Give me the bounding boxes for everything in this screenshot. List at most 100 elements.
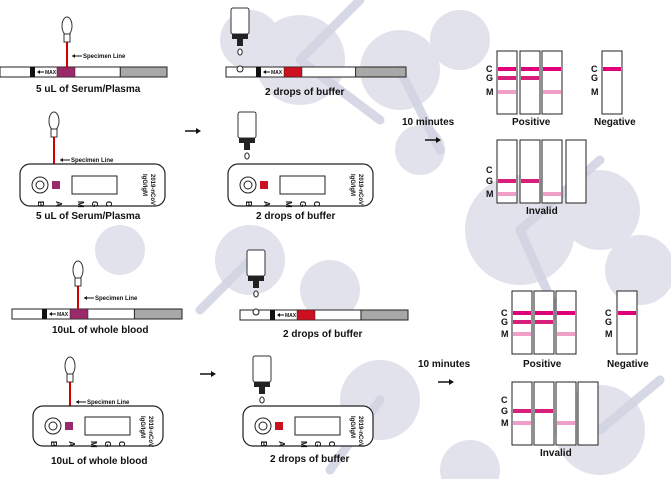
cassette-brand: 2019-nCoV [147,416,153,447]
invalid-card-1c [541,139,563,204]
cassette-letter-g: G [90,201,99,207]
cgm-labels-invalid-1: CGM [486,165,494,199]
cassette-letter-b: B [244,201,253,207]
arrow-head [196,128,201,134]
specimen-label-3: Specimen Line [84,296,138,302]
arrow-1 [185,128,201,134]
row-letter-g: G [591,73,598,83]
bottle-nozzle [244,143,250,150]
strip-drop-1 [236,65,244,73]
positive-card-1b [519,50,541,115]
row-letter-m: M [486,87,494,97]
blood-pipette-strip [72,260,84,309]
sample-pad [69,308,89,320]
result-line-m [543,192,561,196]
max-arrowhead [49,312,52,316]
caption-buffer-strip-2: 2 drops of buffer [283,329,363,340]
result-line-m [543,90,561,94]
specimen-line-label: Specimen Line [83,54,126,60]
cgm-labels-negative-2: CGM [605,308,613,339]
cassette-sub: IgG/IgM [139,416,145,438]
result-window [71,175,118,195]
buffer-bottle-3 [246,249,266,298]
sample-well [65,422,73,430]
row-letter-c: C [605,308,612,318]
row-letter-m: M [501,418,509,428]
positive-card-2b [533,290,555,355]
bottle-cap [232,34,248,39]
cassette-letter-c: C [312,201,321,207]
arrow-ten-minutes-1 [425,137,441,143]
max-label: MAX [57,312,69,318]
cassette-letter-a: A [54,201,63,207]
caption-buffer-cassette-1: 2 drops of buffer [256,211,336,222]
result-card [601,50,623,115]
absorbent-pad [133,308,183,320]
result-line-m [513,421,531,425]
caption-whole-blood-strip: 10uL of whole blood [52,325,149,336]
negative-card-2 [616,290,638,355]
cassette-letter-m: M [76,201,85,208]
specimen-line-label: Specimen Line [95,296,138,302]
buffer-drop [244,152,250,160]
caption-serum-cassette: 5 uL of Serum/Plasma [36,211,141,222]
result-card [533,381,555,446]
absorbent-pad [360,309,409,321]
buffer-well-inner [48,421,58,431]
cassette-letter-c: C [104,201,113,207]
cassette-sub: IgG/IgM [349,174,355,196]
cassette-brand: 2019-nCoV [357,416,363,447]
bottle-cap [254,382,270,387]
caption-positive-1: Positive [512,117,551,128]
invalid-card-1b [519,139,541,204]
negative-card-1 [601,50,623,115]
result-line-m [498,90,516,94]
result-card [511,381,533,446]
bottle-nozzle [253,281,259,288]
result-line-m [513,332,531,336]
cassette-letter-m: M [89,441,98,448]
bottle-body [252,355,272,383]
caption-invalid-2: Invalid [540,448,572,459]
result-line-g [535,320,553,324]
strip-drop-2 [252,308,260,316]
row-letter-c: C [501,308,508,318]
cassette-letter-a: A [277,441,286,447]
pipette-bulb [72,260,84,280]
cassette-letter-g: G [103,441,112,447]
caption-ten-minutes-1: 10 minutes [402,117,455,128]
whole-blood-strip: MAX [11,308,183,320]
caption-invalid-1: Invalid [526,206,558,217]
cassette-letter-m: M [284,201,293,208]
specimen-arrowhead [84,296,87,300]
max-arrowhead [263,70,266,74]
result-line-m [557,421,575,425]
result-card [496,50,518,115]
result-card [555,290,577,355]
result-window [279,175,326,195]
buffer-well-inner [258,421,268,431]
row-letter-g: G [501,406,508,416]
row-letter-g: G [605,317,612,327]
cassette-sub: IgG/IgM [141,174,147,196]
pipette-neck [66,373,74,383]
invalid-card-1a [496,139,518,204]
result-card [577,381,599,446]
buffer-drop [237,48,243,56]
pipette-bulb [61,16,73,36]
cgm-labels-positive-1: CGM [486,64,494,97]
row-letter-g: G [486,73,493,83]
row-letter-c: C [591,64,598,74]
sample-pad [296,309,316,321]
absorbent-pad [119,66,168,78]
result-card [519,50,541,115]
pipette-neck [74,277,82,287]
cgm-labels-positive-2: CGM [501,308,509,339]
specimen-label-1: Specimen Line [72,54,126,60]
invalid-card-2c [555,381,577,446]
row-letter-g: G [501,317,508,327]
result-card [616,290,638,355]
specimen-arrowhead [72,54,75,58]
